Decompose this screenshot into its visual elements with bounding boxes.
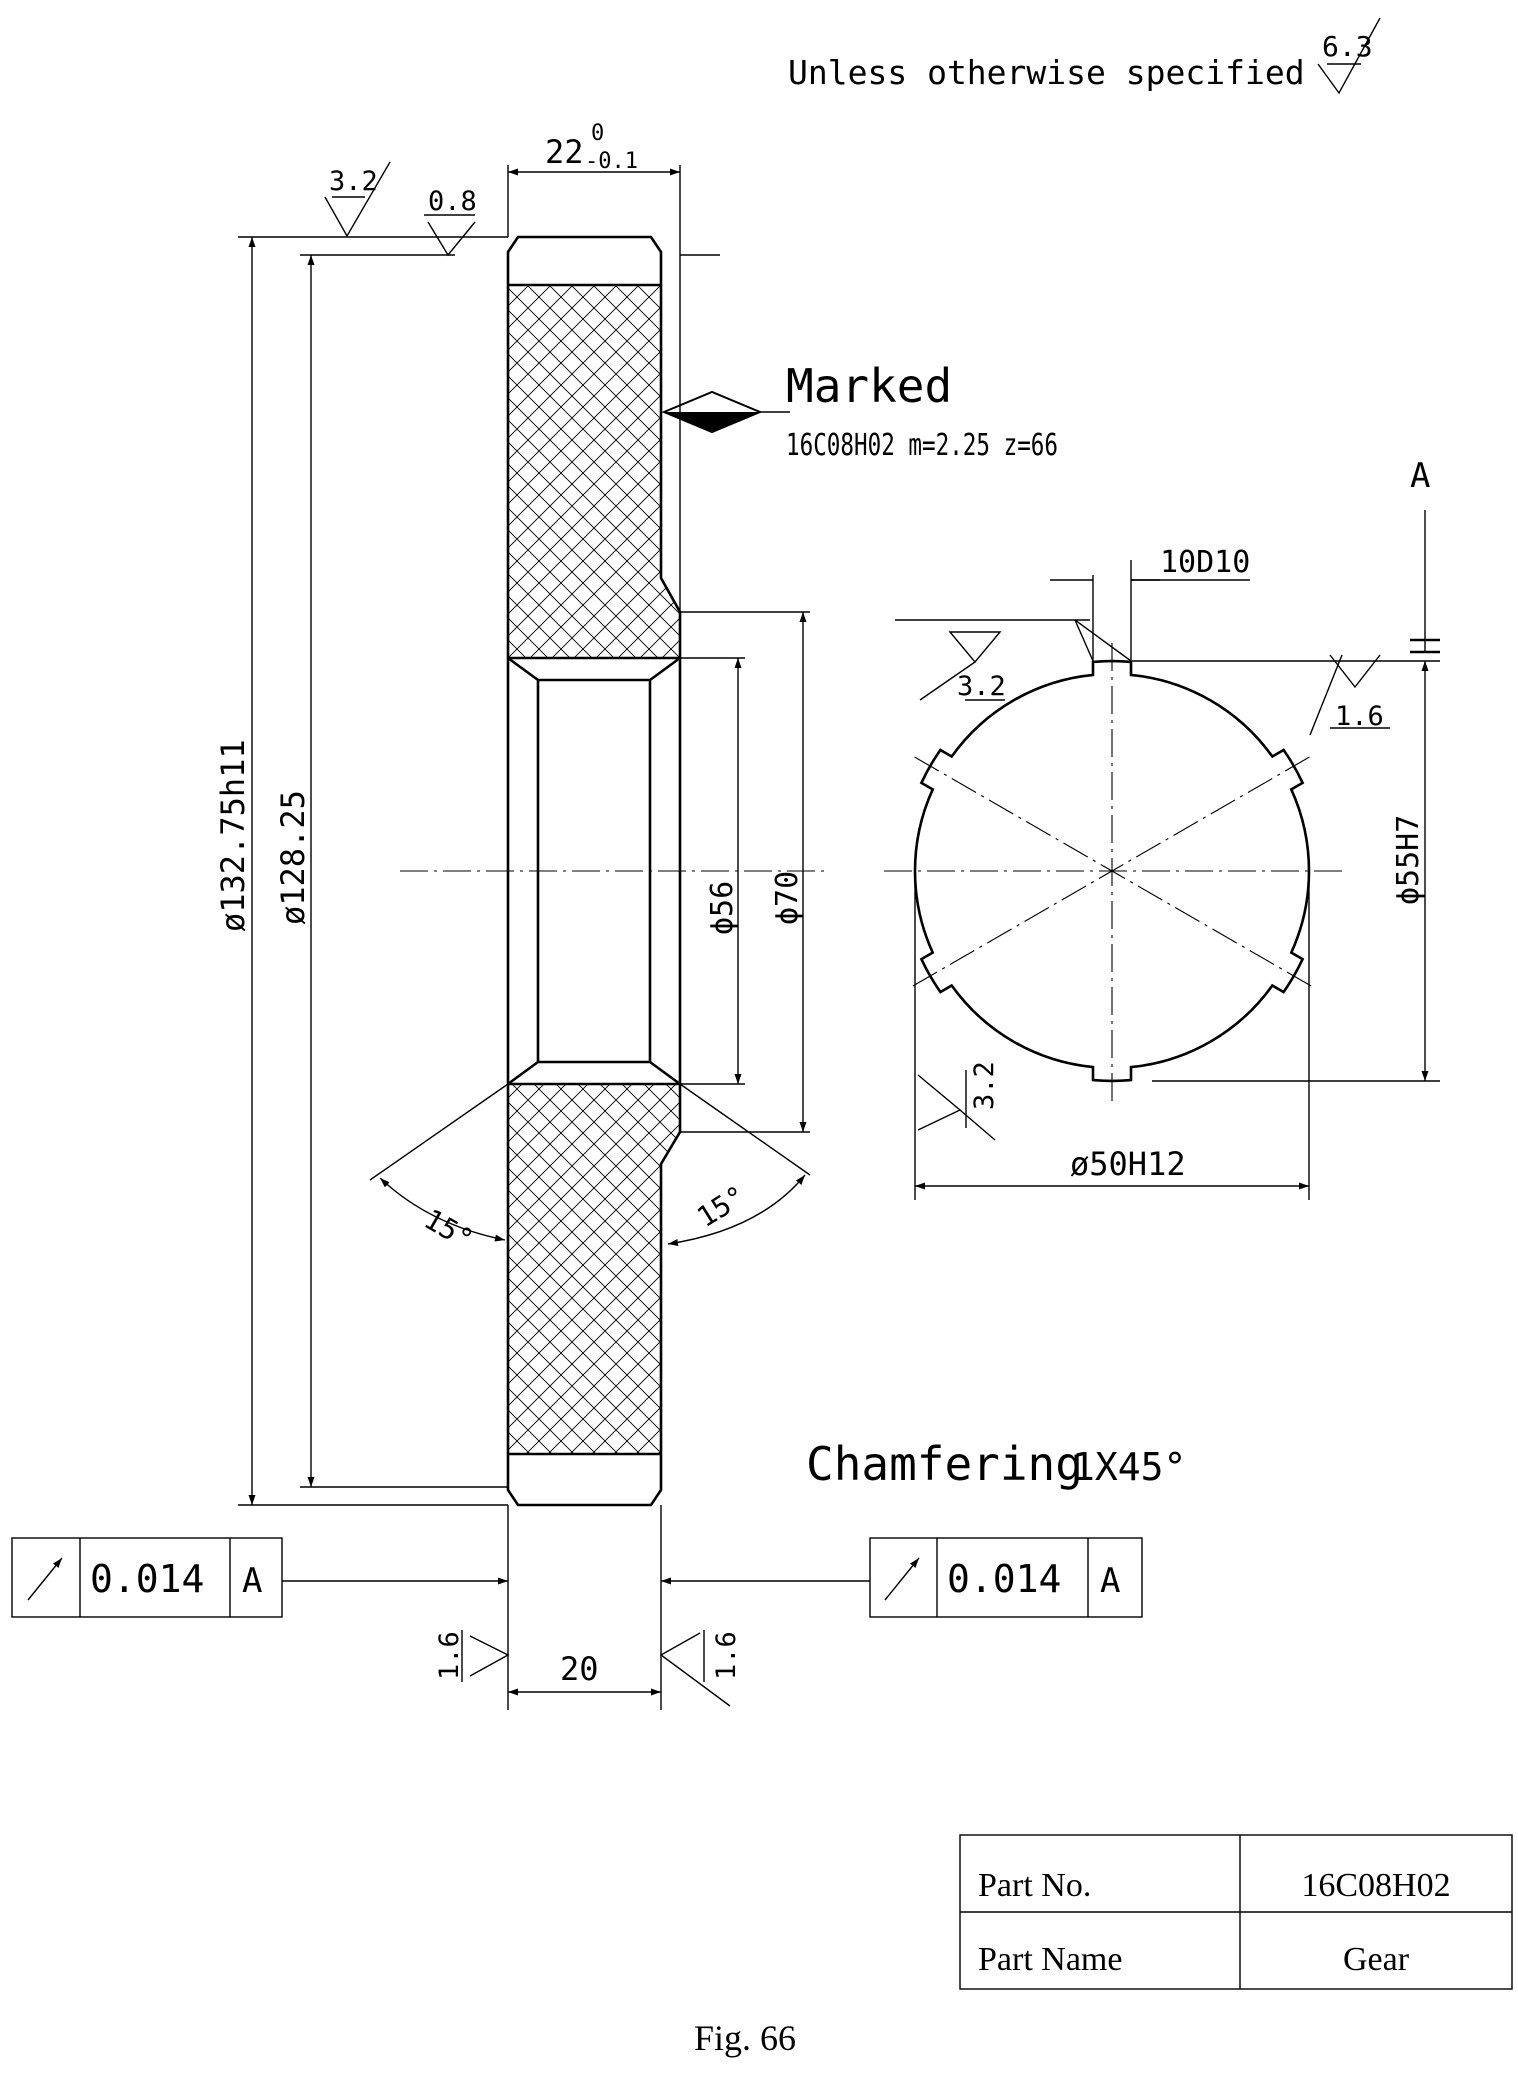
outer-diameter-dimension: ø132.75h11 bbox=[214, 237, 256, 1505]
roughness-outer-diameter: 0.8 bbox=[424, 186, 477, 257]
roughness-keyway-2-value: 1.6 bbox=[1335, 701, 1384, 732]
root-diameter-value: ø128.25 bbox=[274, 790, 312, 925]
width-upper-tol: 0 bbox=[591, 121, 604, 146]
marking-title: Marked bbox=[786, 359, 952, 413]
part-no-value: 16C08H02 bbox=[1301, 1867, 1450, 1904]
marking-text: 16C08H02 m=2.25 z=66 bbox=[786, 428, 1058, 463]
roughness-keyway-1-value: 3.2 bbox=[957, 671, 1006, 702]
runout-frame-right: 0.014 A bbox=[661, 1537, 1143, 1618]
circular-runout-icon bbox=[27, 1557, 63, 1601]
part-no-label: Part No. bbox=[978, 1867, 1091, 1904]
chamfer-value: 1X45° bbox=[1072, 1445, 1186, 1489]
roughness-face-left-value: 1.6 bbox=[434, 1631, 465, 1680]
angle-left: 15° bbox=[369, 1083, 509, 1256]
chamfer-label: Chamfering bbox=[806, 1437, 1083, 1491]
roughness-keyway-1-symbol bbox=[948, 631, 1002, 664]
keyway-width-value: 10D10 bbox=[1160, 545, 1250, 580]
general-roughness-value: 6.3 bbox=[1322, 30, 1373, 63]
spline-front-view: ϕ55H7 ø50H12 10D10 3.2 1.6 3.2 bbox=[882, 545, 1440, 1200]
marking-callout: Marked 16C08H02 m=2.25 z=66 bbox=[661, 359, 1058, 463]
roughness-keyway-2-symbol bbox=[1329, 654, 1381, 689]
roughness-outer-face: 3.2 bbox=[324, 161, 391, 238]
centerline-diag-2 bbox=[912, 755, 1312, 987]
spline-minor-value: ø50H12 bbox=[1070, 1145, 1186, 1183]
hub-width-dimension: 20 bbox=[507, 1505, 662, 1710]
roughness-keyway-1-leg bbox=[919, 661, 976, 701]
runout-left-value: 0.014 bbox=[90, 1557, 204, 1601]
roughness-face-right: 1.6 bbox=[659, 1630, 742, 1707]
part-name-label: Part Name bbox=[978, 1941, 1122, 1978]
roughness-bore-value: 3.2 bbox=[969, 1061, 1000, 1110]
general-roughness-symbol: 6.3 bbox=[1317, 17, 1381, 95]
circular-runout-icon bbox=[884, 1557, 920, 1601]
roughness-keyway-2-leg bbox=[1309, 654, 1343, 736]
spline-major-value: ϕ55H7 bbox=[1391, 815, 1426, 905]
recess-diameter-dimension: ϕ56 bbox=[680, 657, 745, 1085]
runout-frame-left: 0.014 A bbox=[11, 1537, 508, 1618]
general-note: Unless otherwise specified bbox=[788, 53, 1305, 92]
runout-right-value: 0.014 bbox=[947, 1557, 1061, 1601]
hub-diameter-dimension: ϕ70 bbox=[680, 611, 810, 1133]
angle-right-value: 15° bbox=[691, 1179, 751, 1234]
datum-a: A bbox=[1410, 456, 1440, 654]
keyway-slant-1 bbox=[1074, 619, 1094, 662]
hub-diameter-value: ϕ70 bbox=[770, 871, 805, 925]
gear-cross-section bbox=[506, 235, 682, 1507]
datum-label: A bbox=[1410, 456, 1430, 496]
hub-step-lower bbox=[661, 1084, 680, 1164]
roughness-face-right-value: 1.6 bbox=[711, 1631, 742, 1680]
runout-right-datum: A bbox=[1100, 1561, 1120, 1601]
keyway-slant-2 bbox=[1074, 619, 1132, 662]
root-diameter-dimension: ø128.25 bbox=[274, 255, 315, 1487]
hatch-lower bbox=[508, 1084, 661, 1454]
roughness-outer-diameter-value: 0.8 bbox=[428, 186, 477, 217]
width-dimension: 22 0 -0.1 bbox=[507, 121, 681, 612]
hub-width-value: 20 bbox=[560, 1650, 599, 1688]
roughness-outer-face-value: 3.2 bbox=[329, 166, 378, 197]
roughness-bore-symbol bbox=[917, 1074, 962, 1131]
width-value: 22 bbox=[545, 133, 584, 171]
runout-left-datum: A bbox=[242, 1561, 262, 1601]
width-lower-tol: -0.1 bbox=[585, 149, 638, 174]
angle-right: 15° bbox=[667, 1083, 811, 1246]
title-block: Part No. 16C08H02 Part Name Gear bbox=[959, 1834, 1513, 1990]
angle-left-value: 15° bbox=[419, 1202, 479, 1256]
figure-caption: Fig. 66 bbox=[694, 2018, 796, 2058]
spline-profile bbox=[913, 659, 1311, 1083]
outer-diameter-value: ø132.75h11 bbox=[214, 739, 252, 932]
hatch-upper bbox=[508, 285, 661, 658]
part-name-value: Gear bbox=[1343, 1941, 1410, 1978]
roughness-face-left: 1.6 bbox=[434, 1630, 510, 1682]
roughness-bore-leg bbox=[959, 1109, 996, 1141]
recess-diameter-value: ϕ56 bbox=[705, 881, 740, 935]
hub-step-upper bbox=[661, 578, 680, 658]
chamfer-note: Chamfering 1X45° bbox=[806, 1437, 1186, 1491]
